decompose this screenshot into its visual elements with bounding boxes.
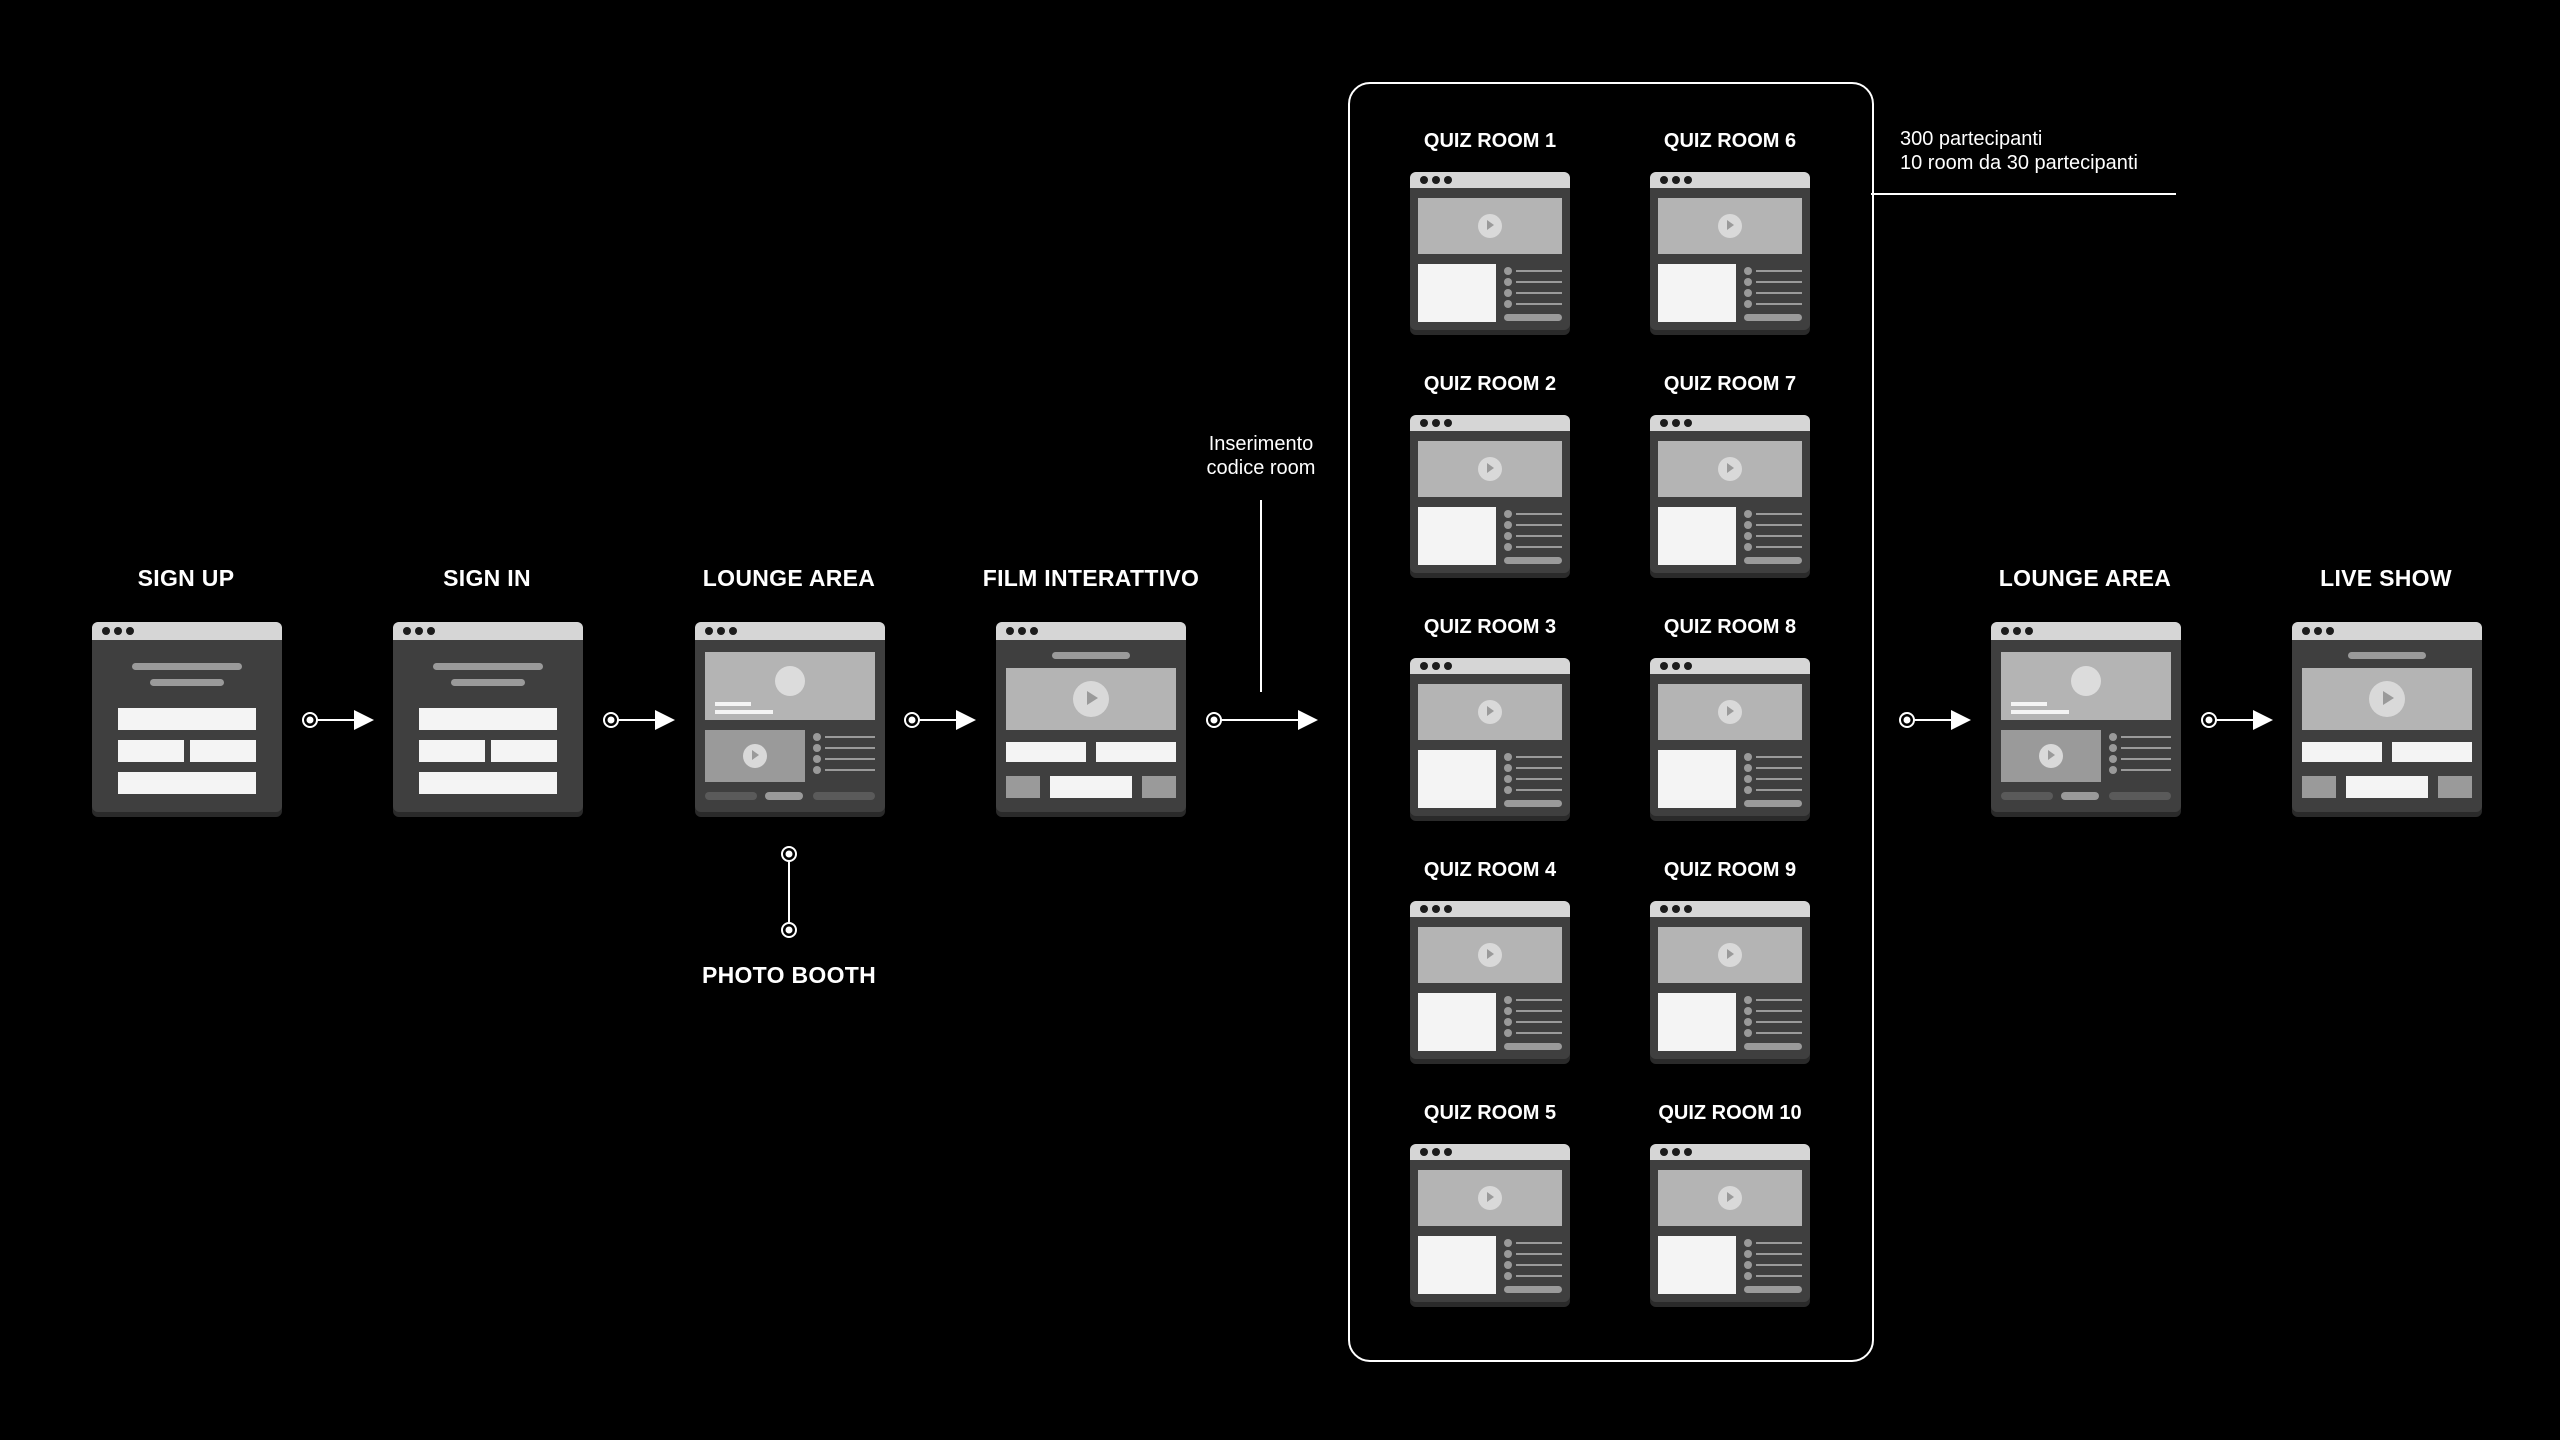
play-icon <box>1073 681 1109 717</box>
film-interattivo-screen <box>996 622 1186 812</box>
image-icon <box>2071 666 2101 696</box>
image-icon <box>775 666 805 696</box>
step-title-sign-in: SIGN IN <box>443 565 531 591</box>
play-icon <box>1718 943 1742 967</box>
play-icon <box>1478 457 1502 481</box>
connector-lounge-photobooth <box>781 846 797 938</box>
lounge-area-2-screen <box>1991 622 2181 812</box>
sign-up-screen <box>92 622 282 812</box>
step-title-photo-booth: PHOTO BOOTH <box>701 962 877 988</box>
play-icon <box>743 744 767 768</box>
play-icon <box>1718 214 1742 238</box>
connector-quiz-lounge <box>1899 710 1971 730</box>
quiz-room-title: QUIZ ROOM 4 <box>1423 859 1557 881</box>
play-icon <box>2369 681 2405 717</box>
play-icon <box>1478 943 1502 967</box>
live-show-screen <box>2292 622 2482 812</box>
quiz-room-screen <box>1650 901 1810 1059</box>
quiz-room-screen <box>1410 1144 1570 1302</box>
play-icon <box>1718 457 1742 481</box>
connector-film-quiz <box>1206 710 1318 730</box>
play-icon <box>1718 1186 1742 1210</box>
quiz-room-screen <box>1650 415 1810 573</box>
quiz-rooms-group <box>1348 82 1874 1362</box>
quiz-room-title: QUIZ ROOM 2 <box>1423 373 1557 395</box>
play-icon <box>1478 700 1502 724</box>
quiz-room-title: QUIZ ROOM 6 <box>1663 130 1797 152</box>
play-icon <box>2039 744 2063 768</box>
quiz-room-title: QUIZ ROOM 9 <box>1663 859 1797 881</box>
quiz-room-screen <box>1410 415 1570 573</box>
connector-signin-lounge <box>603 710 675 730</box>
quiz-room-title: QUIZ ROOM 10 <box>1658 1102 1802 1124</box>
step-title-sign-up: SIGN UP <box>137 565 235 591</box>
quiz-room-title: QUIZ ROOM 3 <box>1423 616 1557 638</box>
connector-lounge-liveshow <box>2201 710 2273 730</box>
step-title-lounge-area: LOUNGE AREA <box>702 565 876 591</box>
quiz-room-screen <box>1650 172 1810 330</box>
play-icon <box>1478 214 1502 238</box>
quiz-room-title: QUIZ ROOM 5 <box>1423 1102 1557 1124</box>
quiz-room-title: QUIZ ROOM 1 <box>1423 130 1557 152</box>
quiz-room-screen <box>1410 658 1570 816</box>
quiz-room-screen <box>1410 172 1570 330</box>
connector-lounge-film <box>904 710 976 730</box>
step-title-live-show: LIVE SHOW <box>2320 565 2452 591</box>
step-title-lounge-area-2: LOUNGE AREA <box>1998 565 2172 591</box>
quiz-room-screen <box>1650 658 1810 816</box>
quiz-room-title: QUIZ ROOM 7 <box>1663 373 1797 395</box>
connector-signup-signin <box>302 710 374 730</box>
play-icon <box>1478 1186 1502 1210</box>
step-title-film-interattivo: FILM INTERATTIVO <box>982 565 1200 591</box>
quiz-room-title: QUIZ ROOM 8 <box>1663 616 1797 638</box>
quiz-room-screen <box>1410 901 1570 1059</box>
lounge-area-screen <box>695 622 885 812</box>
sign-in-screen <box>393 622 583 812</box>
quiz-room-screen <box>1650 1144 1810 1302</box>
play-icon <box>1718 700 1742 724</box>
